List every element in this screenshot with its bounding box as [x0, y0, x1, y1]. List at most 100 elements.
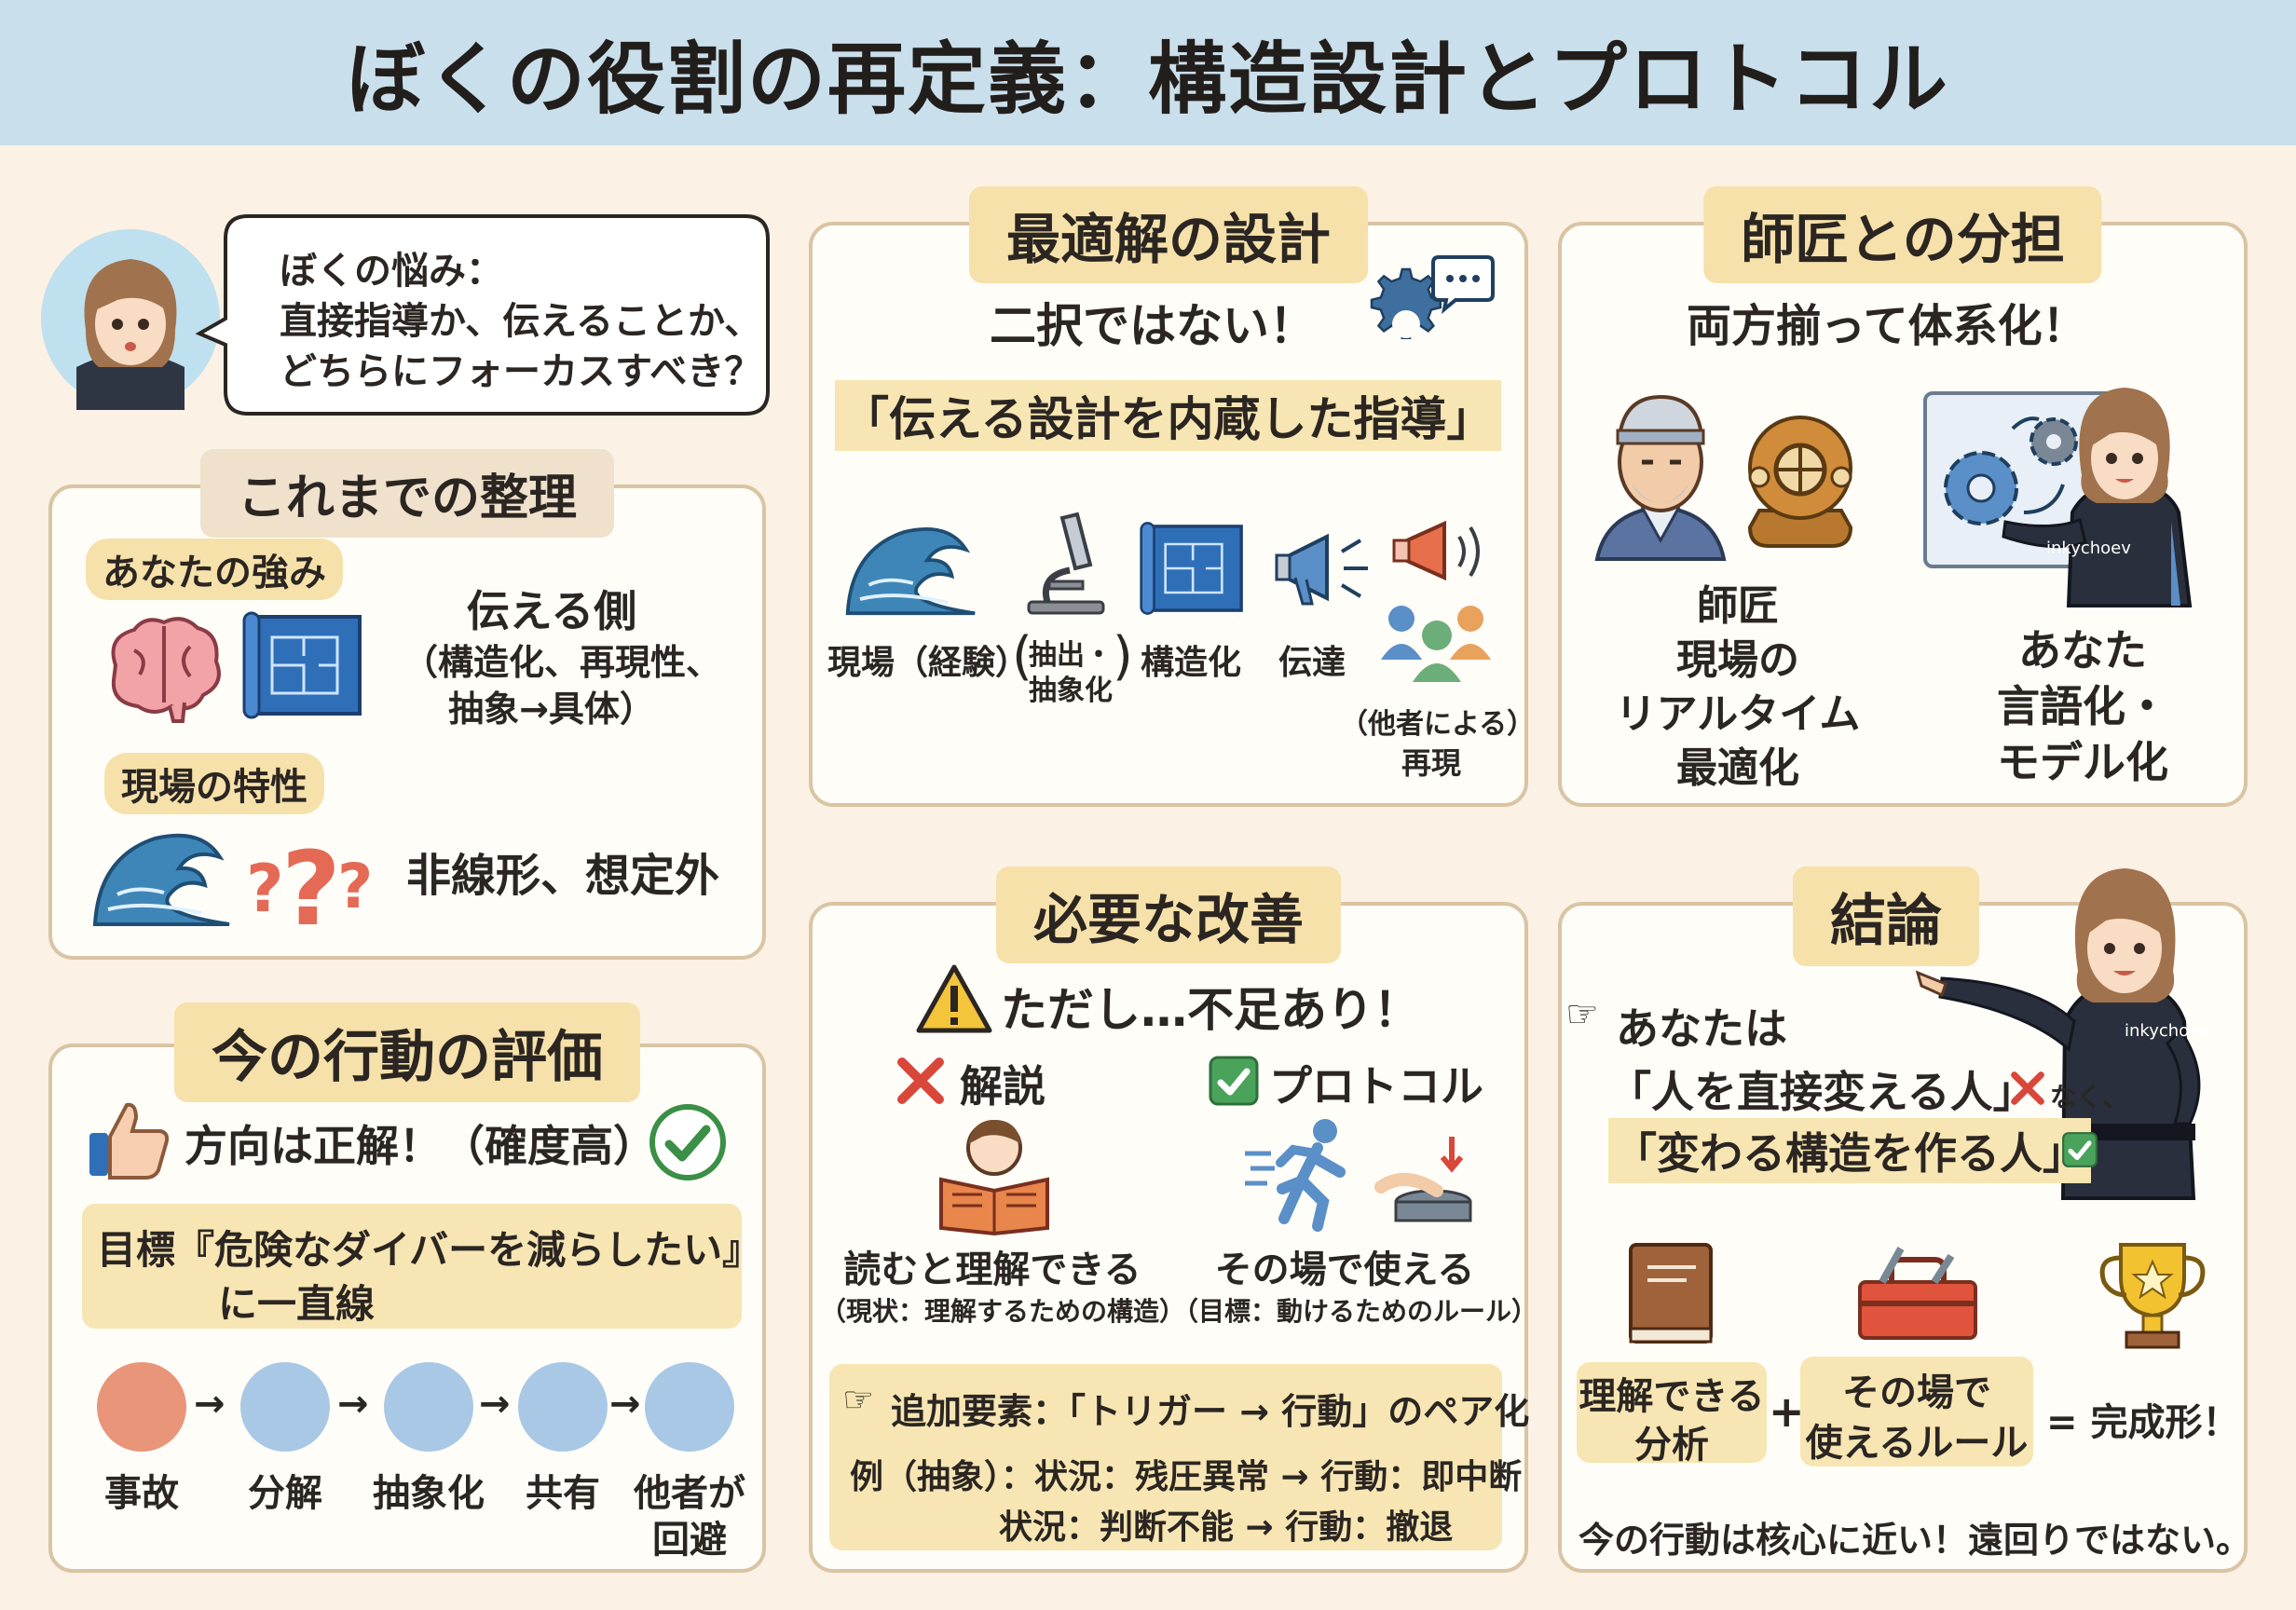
toolbox-icon — [1858, 1247, 1977, 1340]
additional-text: 追加要素：「トリガー → 行動」のペア化 — [891, 1391, 1530, 1432]
trophy-icon — [2099, 1243, 2206, 1349]
flow-arrow: → — [609, 1383, 641, 1426]
warning-icon — [916, 964, 992, 1033]
megaphone-icon — [1392, 520, 1480, 581]
brain-icon — [111, 617, 221, 723]
thumbs-up-icon — [89, 1102, 170, 1180]
question-icon: ? ? ? — [246, 829, 373, 948]
strength-line-3: 抽象→具体） — [448, 689, 655, 730]
flow-dot-share — [518, 1362, 608, 1452]
reading-person-icon — [939, 1120, 1049, 1236]
conclusion-line-3: 「変わる構造を作る人」 — [1608, 1118, 2091, 1183]
speech-bubble — [195, 214, 770, 416]
microscope-icon — [1027, 512, 1105, 615]
item-analysis-box — [1577, 1362, 1767, 1463]
shirt-logo: inkychoev — [2125, 1021, 2209, 1041]
flow-label: 共有 — [526, 1472, 600, 1515]
step-abstract: 抽象化 — [1029, 675, 1113, 707]
plus-sign: + — [1769, 1386, 1805, 1437]
goal-line-1: 目標『危険なダイバーを減らしたい』 — [97, 1227, 762, 1273]
master-avatar — [1594, 394, 1727, 561]
direction-text: 方向は正解！（確度高） — [184, 1121, 656, 1171]
flow-dot-accident — [97, 1362, 186, 1452]
example-line-2: 状況：判断不能 → 行動：撤退 — [999, 1508, 1454, 1547]
step-structure: 構造化 — [1141, 644, 1242, 682]
step-reproduce: 再現 — [1401, 745, 1461, 781]
step-extract: 抽出・ — [1029, 639, 1113, 672]
division-headline: 両方揃って体系化！ — [1687, 300, 2087, 352]
field-text: 非線形、想定外 — [406, 850, 720, 902]
conclusion-line-2: 「人を直接変える人」 — [1608, 1067, 2036, 1117]
field-tag: 現場の特性 — [104, 753, 324, 814]
blueprint-icon — [242, 611, 362, 719]
paren-right: ) — [1113, 626, 1133, 687]
good-desc: その場で使える — [1214, 1248, 1475, 1291]
shirt-logo: inkychoev — [2046, 539, 2131, 558]
conclusion-title: 結論 — [1793, 866, 1979, 966]
gear-chat-icon — [1370, 255, 1495, 340]
flow-arrow: → — [337, 1383, 369, 1426]
flow-dot-avoid — [645, 1362, 734, 1452]
flow-label: 分解 — [248, 1472, 322, 1515]
good-label: プロトコル — [1269, 1061, 1483, 1112]
pointing-hand-icon: ☞ — [1565, 993, 1599, 1036]
step-transfer: 伝達 — [1278, 644, 1346, 682]
svg-text:?: ? — [246, 851, 284, 927]
conclusion-footer: 今の行動は核心に近い！遠回りではない。 — [1578, 1520, 2252, 1561]
flow-label: 回避 — [652, 1519, 727, 1562]
design-title: 最適解の設計 — [968, 186, 1369, 283]
example-line-1: 例（抽象）：状況：残圧異常 → 行動：即中断 — [850, 1458, 1523, 1496]
goal-line-2: に一直線 — [218, 1281, 376, 1327]
bad-desc: 読むと理解できる — [843, 1248, 1141, 1291]
improvement-title: 必要な改善 — [995, 866, 1342, 963]
design-headline: 二択ではない！ — [990, 299, 1316, 353]
you-avatar — [2002, 388, 2193, 607]
item-rules-b: 使えるルール — [1805, 1422, 2029, 1465]
conclusion-line-1: あなたは — [1616, 1003, 1787, 1054]
flow-dot-decompose — [240, 1362, 330, 1452]
master-line: リアルタイム — [1615, 690, 1861, 738]
good-sub: （目標：動けるためのルール） — [1172, 1296, 1538, 1327]
division-title: 師匠との分担 — [1703, 186, 2102, 283]
goal-box — [82, 1204, 742, 1329]
bad-label: 解説 — [960, 1061, 1046, 1112]
wave-icon — [845, 527, 976, 616]
flow-arrow: → — [479, 1383, 511, 1426]
title-banner: ぼくの役割の再定義：構造設計とプロトコル — [0, 0, 2296, 145]
master-line: 現場の — [1676, 636, 1799, 684]
speech-line-3: どちらにフォーカスすべき？ — [280, 350, 762, 393]
wave-icon — [92, 833, 230, 926]
flow-arrow: → — [194, 1383, 226, 1426]
flow-dot-abstract — [384, 1362, 473, 1452]
flow-label: 抽象化 — [373, 1472, 485, 1515]
strength-line-2: （構造化、再現性、 — [403, 642, 722, 683]
step-field: 現場（経験） — [827, 644, 1030, 682]
strength-tag: あなたの強み — [86, 539, 343, 600]
summary-title: これまでの整理 — [199, 449, 615, 538]
check-circle-icon — [649, 1104, 726, 1180]
bad-sub: （現状：理解するための構造） — [820, 1296, 1186, 1327]
you-line: あなた — [2018, 625, 2147, 675]
cross-icon — [897, 1057, 944, 1104]
svg-text:?: ? — [281, 829, 341, 948]
pointing-hand-icon: ☞ — [842, 1379, 875, 1420]
cross-icon — [2011, 1071, 2044, 1105]
step-others: （他者による） — [1340, 708, 1536, 741]
item-rules-box — [1800, 1357, 2033, 1467]
warning-text: ただし…不足あり！ — [1001, 983, 1420, 1037]
additional-box — [829, 1364, 1502, 1550]
item-rules-a: その場で — [1842, 1371, 1991, 1414]
master-line: 師匠 — [1697, 582, 1779, 630]
svg-text:?: ? — [337, 851, 373, 922]
speech-line-2: 直接指導か、伝えることか、 — [280, 300, 762, 343]
running-person-icon — [1245, 1119, 1346, 1232]
avatar — [41, 229, 220, 410]
people-icon — [1381, 606, 1491, 682]
diving-helmet-icon — [1747, 416, 1853, 548]
master-line: 最適化 — [1676, 744, 1799, 792]
checkbox-icon — [1209, 1056, 1259, 1106]
strength-line-1: 伝える側 — [466, 586, 637, 636]
design-concept: 「伝える設計を内蔵した指導」 — [835, 380, 1501, 451]
push-button-icon — [1374, 1137, 1472, 1222]
speech-line-1: ぼくの悩み： — [280, 250, 503, 293]
